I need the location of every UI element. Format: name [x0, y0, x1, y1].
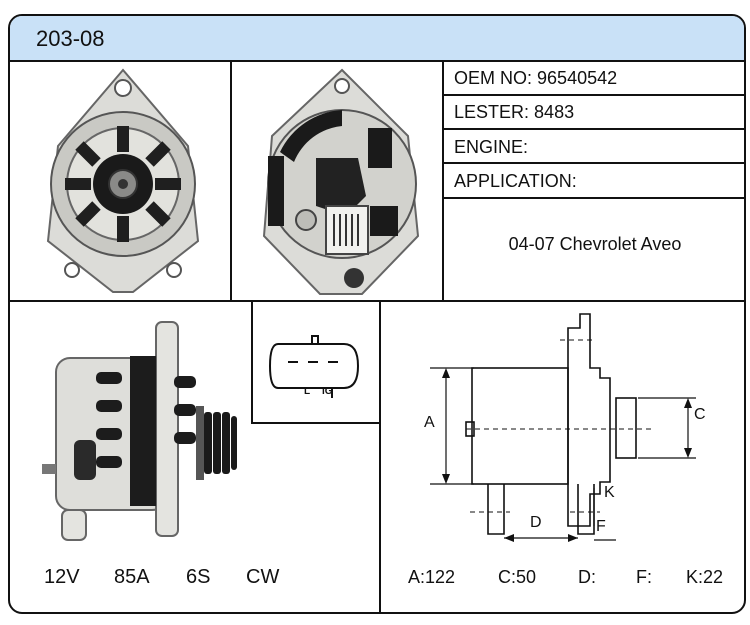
rotation: CW [246, 566, 280, 588]
application-row: APPLICATION: [454, 171, 577, 192]
label-a: A [424, 414, 435, 431]
alternator-rear-view [262, 68, 420, 295]
engine-label: ENGINE: [454, 137, 529, 157]
oem-row: OEM NO: 96540542 [454, 68, 617, 89]
pin-label-ig: IG [322, 386, 333, 397]
connector-diagram [268, 335, 360, 398]
divider [10, 300, 744, 302]
label-k: K [604, 484, 615, 501]
spec-sheet: 203-08 OEM NO: 96540542 LESTER: 8483 ENG… [8, 14, 746, 614]
divider [251, 300, 253, 424]
part-number: 203-08 [36, 26, 105, 51]
divider [442, 162, 744, 164]
divider [230, 60, 232, 300]
voltage: 12V [44, 566, 80, 588]
lester-label: LESTER: [454, 102, 530, 122]
amperage: 85A [114, 566, 150, 588]
divider [442, 94, 744, 96]
divider [442, 128, 744, 130]
divider [442, 60, 444, 300]
alternator-side-view [42, 321, 237, 541]
groove: 6S [186, 566, 211, 588]
dimension-drawing [430, 313, 696, 542]
dim-d: D: [578, 567, 596, 587]
divider [442, 197, 744, 199]
dim-c: C:50 [498, 567, 537, 587]
lester-row: LESTER: 8483 [454, 102, 574, 123]
divider [379, 300, 381, 612]
pin-label-l: L [304, 386, 311, 397]
label-c: C [694, 406, 706, 423]
application-label: APPLICATION: [454, 171, 577, 191]
dim-a: A:122 [408, 567, 456, 587]
engine-row: ENGINE: [454, 137, 528, 158]
application-value: 04-07 Chevrolet Aveo [508, 234, 682, 254]
label-f: F [596, 518, 606, 535]
oem-value: 96540542 [537, 68, 618, 88]
dim-f: F: [636, 567, 652, 587]
header-bar: 203-08 [10, 16, 744, 62]
oem-label: OEM NO: [454, 68, 533, 88]
dim-k: K:22 [686, 567, 724, 587]
divider [251, 422, 381, 424]
label-d: D [530, 514, 542, 531]
lester-value: 8483 [534, 102, 575, 122]
alternator-front-view [46, 68, 200, 293]
